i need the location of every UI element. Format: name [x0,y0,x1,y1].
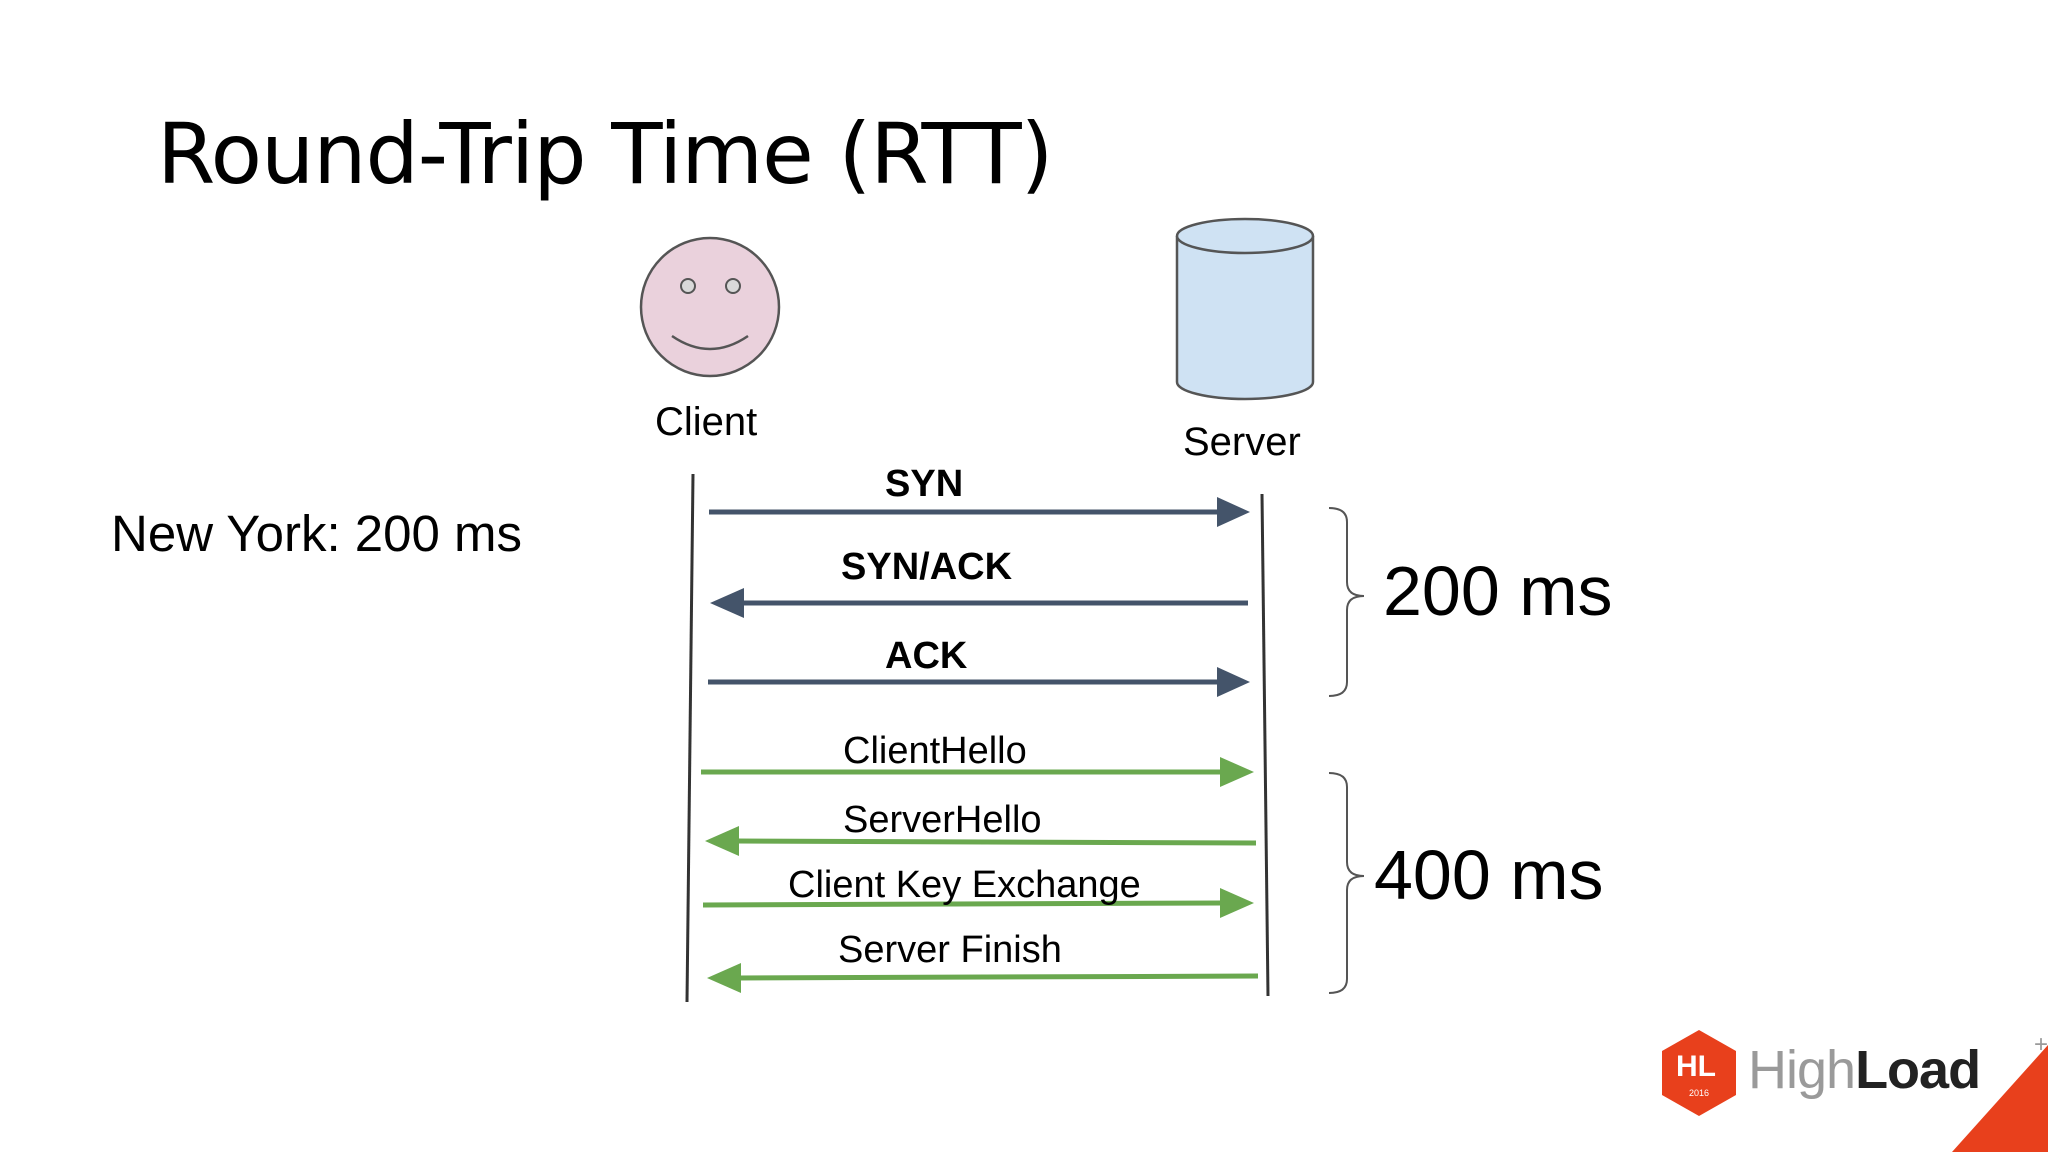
client-face-icon [639,236,781,378]
msg-ack: ACK [885,635,968,677]
arrow-server-hello [705,826,1257,856]
brace-tls [1328,772,1365,994]
arrow-syn [709,497,1250,527]
arrow-syn-ack [710,588,1248,618]
server-label: Server [1183,420,1301,464]
client-lifeline [685,473,695,1003]
latency-note: New York: 200 ms [111,505,523,562]
highload-badge-icon [1662,1030,1736,1116]
client-label: Client [655,400,758,444]
duration-tcp: 200 ms [1383,552,1613,630]
msg-client-key-exchange: Client Key Exchange [788,864,1141,906]
logo-brand-dark: Load [1855,1040,1981,1100]
brace-tcp [1328,507,1365,697]
msg-server-finish: Server Finish [838,929,1062,971]
arrow-client-hello [701,757,1254,787]
highload-logo: HighLoad ++ [1748,1033,2048,1100]
msg-server-hello: ServerHello [843,799,1042,841]
msg-client-hello: ClientHello [843,730,1027,772]
arrow-ack [708,667,1250,697]
logo-brand-suffix: ++ [2034,1031,2048,1058]
msg-syn: SYN [885,463,964,505]
logo-brand-light: High [1748,1040,1856,1100]
arrow-server-finish [707,963,1259,993]
slide-title: Round-Trip Time (RTT) [157,105,1053,203]
highload-badge-year: 2016 [1689,1088,1710,1098]
server-database-icon [1175,217,1315,401]
corner-accent [1952,1045,2048,1152]
duration-tls: 400 ms [1374,836,1604,914]
highload-badge-label: HL [1676,1050,1716,1083]
arrow-client-key-exchange [702,888,1254,918]
server-lifeline [1260,493,1270,997]
msg-syn-ack: SYN/ACK [841,546,1013,588]
